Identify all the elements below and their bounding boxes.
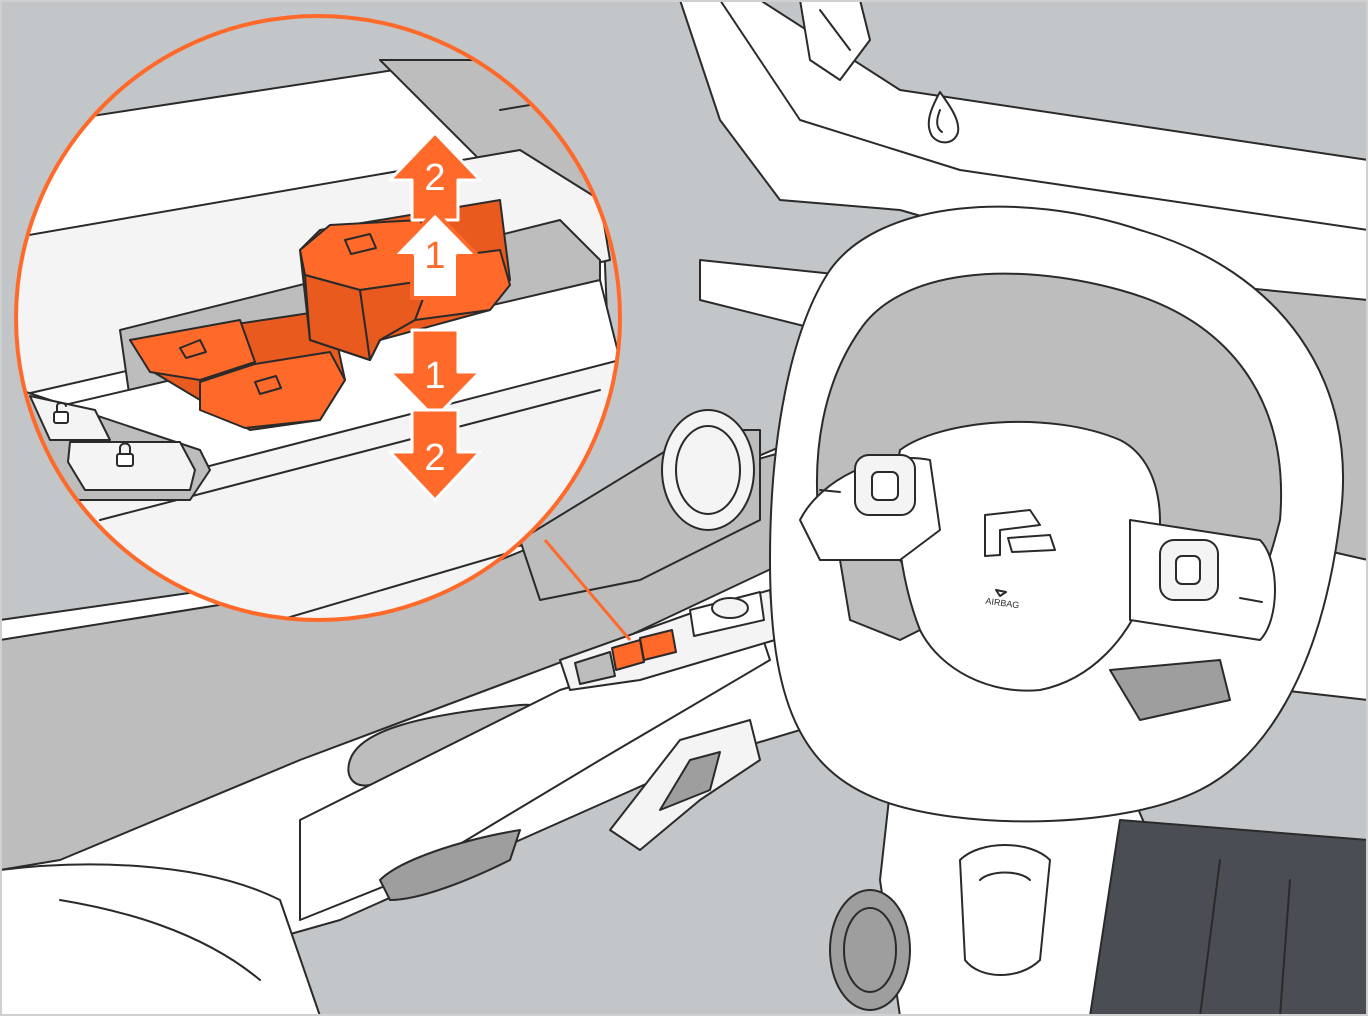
steering-wheel: AIRBAG xyxy=(770,207,1343,822)
down-step-1-label: 1 xyxy=(424,355,445,397)
up-step-2-label: 2 xyxy=(424,157,445,199)
down-step-2-label: 2 xyxy=(424,437,445,479)
up-step-1-label: 1 xyxy=(424,235,445,277)
